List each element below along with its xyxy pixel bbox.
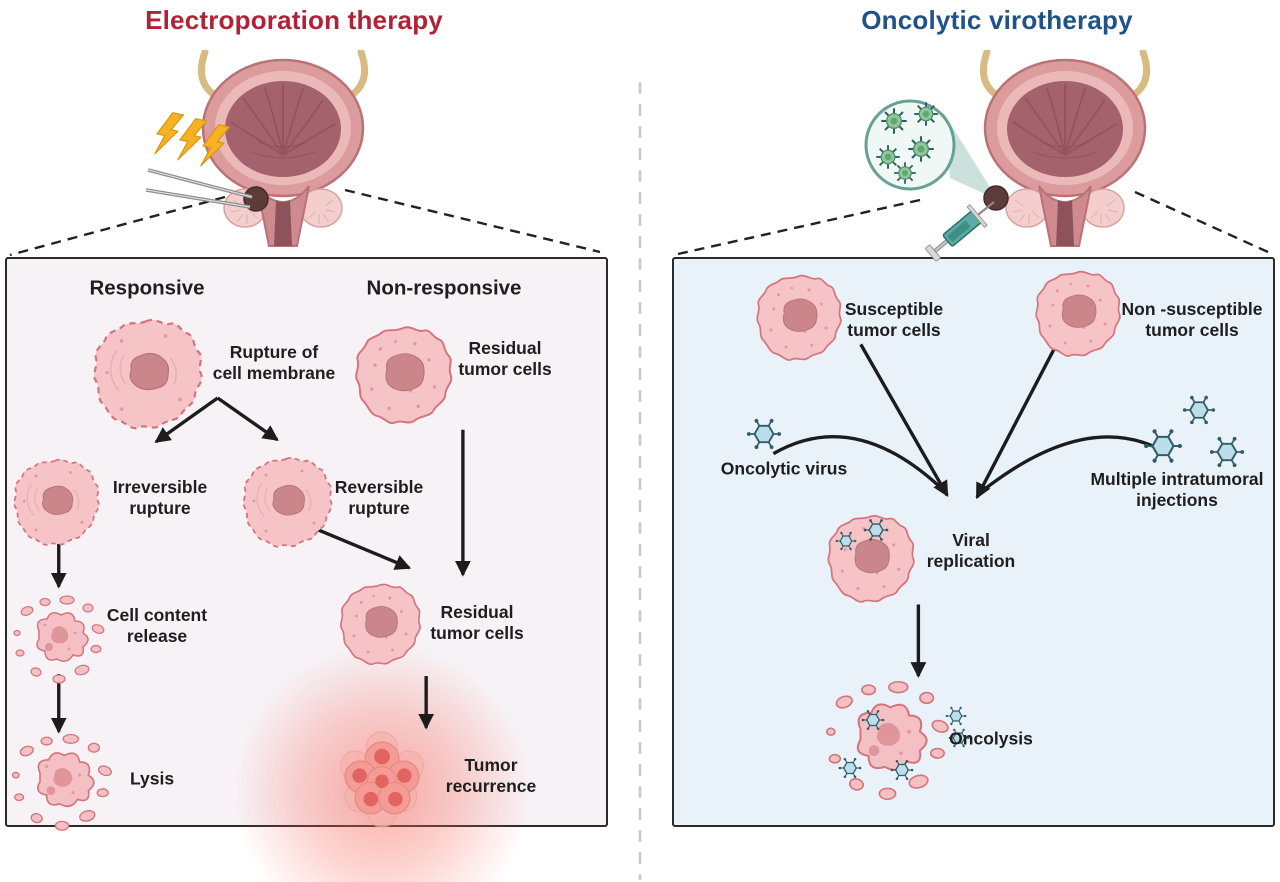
- label-multiple-intratumoral-injections: Multiple intratumoral injections: [1090, 469, 1264, 510]
- label-oncolytic-virus: Oncolytic virus: [720, 458, 848, 479]
- tumor-icon: [243, 186, 269, 212]
- label-tumor-recurrence: Tumor recurrence: [445, 755, 537, 796]
- virotherapy-panel: Susceptible tumor cells Non -susceptible…: [672, 257, 1275, 827]
- right-title: Oncolytic virotherapy: [861, 5, 1133, 35]
- virus-icon: [1209, 435, 1245, 469]
- label-non-susceptible-tumor-cells: Non -susceptible tumor cells: [1121, 299, 1263, 340]
- label-susceptible-tumor-cells: Susceptible tumor cells: [844, 299, 944, 340]
- green-virus-icon: [881, 108, 907, 134]
- burst-cell-icon: [13, 595, 106, 684]
- virus-icon: [746, 417, 782, 451]
- heading-responsive: Responsive: [89, 276, 205, 300]
- burst-cell-icon: [825, 680, 951, 801]
- tumor-cell-icon: [355, 326, 453, 425]
- bladder-virotherapy-illustration: [864, 50, 1160, 262]
- syringe-icon: [925, 201, 995, 262]
- virus-icon: [1182, 394, 1216, 426]
- bladder-electroporation-illustration: [145, 50, 426, 250]
- bladder-icon: [983, 52, 1146, 246]
- ruptured-cell-icon: [93, 318, 203, 430]
- burst-cell-icon: [11, 733, 114, 832]
- heading-non-responsive: Non-responsive: [366, 276, 522, 300]
- label-cell-content-release: Cell content release: [106, 605, 208, 646]
- ruptured-cell-icon: [242, 456, 333, 548]
- tumor-cell-icon: [756, 274, 842, 361]
- label-residual-tumor-cells-top: Residual tumor cells: [458, 338, 552, 379]
- virus-icon: [835, 531, 857, 551]
- label-reversible-rupture: Reversible rupture: [334, 477, 424, 518]
- tumor-cell-icon: [340, 583, 421, 666]
- ruptured-cell-icon: [13, 458, 100, 546]
- green-virus-icon: [908, 136, 934, 162]
- electrode-needles-icon: [145, 168, 253, 209]
- bladder-icon: [201, 52, 364, 246]
- virus-icon: [863, 518, 889, 542]
- label-rupture-of-cell-membrane: Rupture of cell membrane: [212, 342, 336, 383]
- magnifier-circle-icon: [864, 99, 956, 191]
- label-residual-tumor-cells-bottom: Residual tumor cells: [430, 602, 524, 643]
- label-lysis: Lysis: [129, 768, 175, 789]
- green-virus-icon: [876, 145, 900, 169]
- label-viral-replication: Viral replication: [926, 530, 1016, 571]
- virus-icon: [945, 706, 967, 726]
- virus-icon: [890, 759, 914, 781]
- label-irreversible-rupture: Irreversible rupture: [112, 477, 208, 518]
- electroporation-panel: Responsive Non-responsive Rupture of cel…: [5, 257, 608, 882]
- label-oncolysis: Oncolysis: [949, 728, 1033, 749]
- green-virus-icon: [894, 162, 916, 184]
- virus-icon: [838, 757, 862, 779]
- right-flow-arrows: [772, 343, 1169, 679]
- virus-icon: [1143, 428, 1183, 464]
- virus-icon: [861, 709, 885, 731]
- tumor-cell-icon: [1035, 270, 1121, 357]
- green-virus-icon: [914, 102, 938, 126]
- left-title: Electroporation therapy: [145, 5, 443, 35]
- lightning-icon: [154, 112, 231, 167]
- magnifier-cone: [943, 112, 998, 200]
- tumor-cluster-icon: [339, 731, 425, 828]
